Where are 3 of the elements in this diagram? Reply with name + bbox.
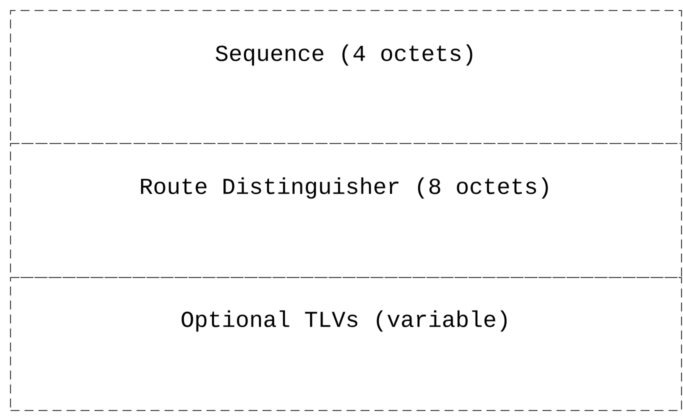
field-box: Sequence (4 octets) <box>10 10 682 144</box>
field-box: Route Distinguisher (8 octets) <box>10 143 682 278</box>
field-box: Optional TLVs (variable) <box>10 277 682 411</box>
